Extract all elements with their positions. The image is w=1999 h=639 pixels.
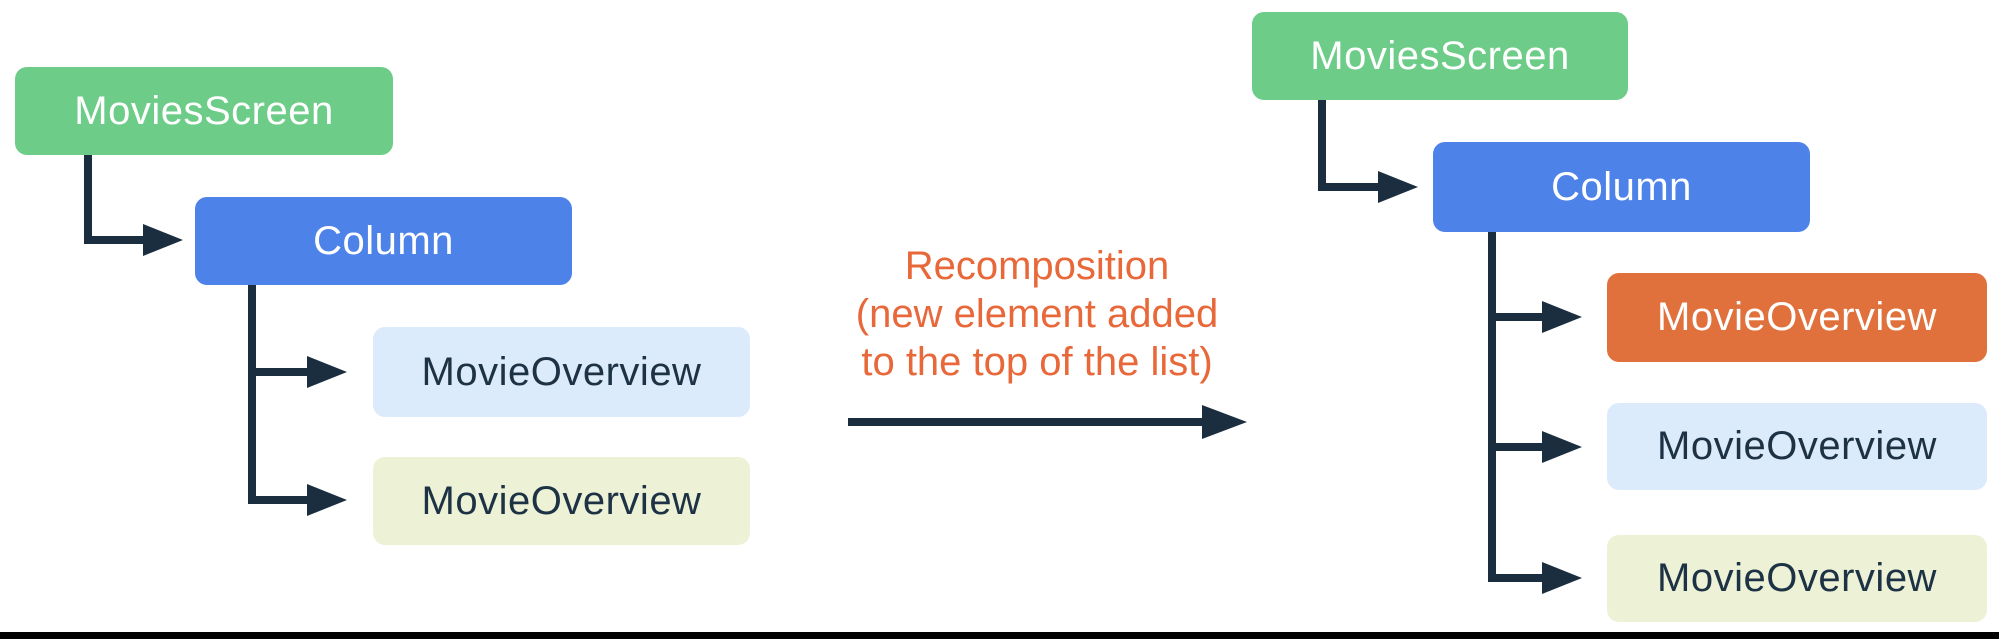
left-node-column: Column: [195, 197, 572, 285]
left-trunk-vertical: [248, 285, 256, 504]
left-node-movieoverview-1: MovieOverview: [373, 327, 750, 417]
transition-label-line1: Recomposition: [904, 244, 1170, 288]
transition-label-line3: to the top of the list): [861, 340, 1213, 384]
left-node-movieoverview-2: MovieOverview: [373, 457, 750, 545]
left-node-moviesscreen: MoviesScreen: [15, 67, 393, 155]
left-elbow-horizontal: [84, 236, 143, 244]
right-node-movieoverview-new: MovieOverview: [1607, 273, 1987, 362]
transition-label-line2: (new element added: [855, 292, 1219, 336]
right-branch-1: [1488, 313, 1542, 321]
left-elbow-vertical: [84, 155, 92, 240]
transition-arrow-shaft: [848, 418, 1202, 426]
arrowhead-icon: [1542, 562, 1582, 594]
right-branch-2: [1488, 443, 1542, 451]
arrowhead-icon: [1202, 405, 1247, 439]
arrowhead-icon: [307, 356, 347, 388]
transition-label: Recomposition (new element added to the …: [820, 242, 1254, 386]
right-elbow-horizontal: [1318, 183, 1378, 191]
arrowhead-icon: [1542, 431, 1582, 463]
arrowhead-icon: [1378, 171, 1418, 203]
arrowhead-icon: [307, 484, 347, 516]
bottom-rule: [0, 632, 1999, 639]
left-branch-2: [248, 496, 307, 504]
arrowhead-icon: [1542, 301, 1582, 333]
right-node-movieoverview-2: MovieOverview: [1607, 403, 1987, 490]
right-node-movieoverview-3: MovieOverview: [1607, 535, 1987, 622]
right-elbow-vertical: [1318, 100, 1326, 191]
right-node-moviesscreen: MoviesScreen: [1252, 12, 1628, 100]
right-trunk-vertical: [1488, 232, 1496, 582]
right-branch-3: [1488, 574, 1542, 582]
left-branch-1: [248, 368, 307, 376]
arrowhead-icon: [143, 224, 183, 256]
right-node-column: Column: [1433, 142, 1810, 232]
